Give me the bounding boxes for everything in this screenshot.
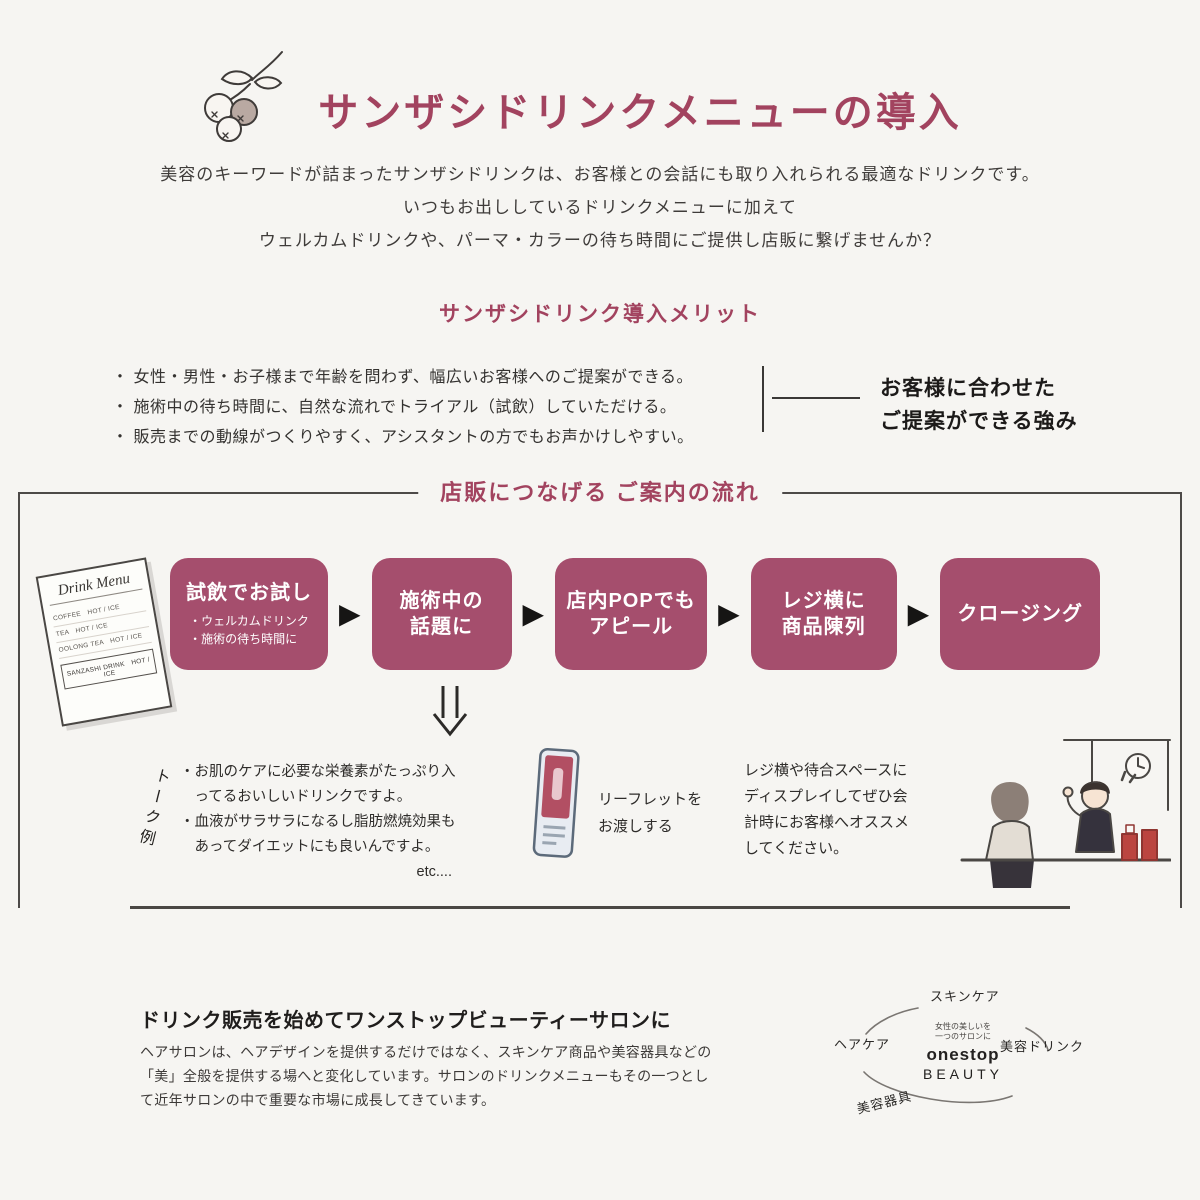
merit-heading: サンザシドリンク導入メリット (439, 302, 761, 326)
hawthorn-berries-icon (192, 46, 292, 151)
intro-line: ウェルカムドリンクや、パーマ・カラーの待ち時間にご提供し店販に繋げませんか？ (258, 231, 942, 250)
diagram-label-skincare: スキンケア (930, 989, 1000, 1004)
diagram-label-beauty-drink: 美容ドリンク (1000, 1039, 1085, 1054)
intro-line: いつもお出ししているドリンクメニューに加えて (403, 198, 797, 217)
display-line: 計時にお客様へオススメ (744, 814, 910, 831)
step-sublabel: ・ウェルカムドリンク ・施術の待ち時間に (189, 612, 309, 648)
flow-step-register: レジ横に 商品陳列 (750, 558, 897, 670)
flow-step-pop: 店内POPでも アピール (555, 558, 708, 670)
bottom-paragraph: ヘアサロンは、ヘアデザインを提供するだけではなく、スキンケア商品や美容器具などの… (140, 1042, 740, 1114)
talk-example-label: トーク例 (134, 765, 171, 851)
talk-example-text: ・お肌のケアに必要な栄養素がたっぷり入 ってるおいしいドリンクですよ。・血液がサ… (180, 760, 510, 885)
merit-vertical-rule (762, 366, 764, 432)
bottom-line: ヘアサロンは、ヘアデザインを提供するだけではなく、スキンケア商品や美容器具などの (140, 1046, 712, 1061)
flow-heading: 店販につなげる ご案内の流れ (418, 475, 782, 507)
page-title: サンザシドリンクメニューの導入 (318, 90, 962, 135)
diagram-arcs (863, 1007, 1049, 1104)
step-label: レジ横に (781, 590, 866, 612)
talk-line: あってダイエットにも良いんですよ。 (180, 839, 440, 855)
talk-line: ・血液がサラサラになるし脂肪燃焼効果も (180, 814, 456, 830)
diagram-center: 女性の美しいを 一つのサロンに onestop BEAUTY (904, 1022, 1022, 1082)
strength-line: ご提案ができる強み (880, 409, 1078, 433)
diagram-tagline-2: 一つのサロンに (935, 1032, 991, 1041)
merit-bullet: ・ 女性・男性・お子様まで年齢を問わず、幅広いお客様へのご提案ができる。 (112, 369, 694, 386)
bottom-line: 「美」全般を提供する場へと変化しています。サロンのドリンクメニューもその一つとし (140, 1070, 709, 1085)
step-subline: ・施術の待ち時間に (189, 632, 298, 646)
talk-etc: etc.... (416, 864, 452, 880)
right-arrow-icon: ▶ (907, 597, 930, 630)
right-arrow-icon: ▶ (718, 597, 740, 630)
section-divider (130, 906, 1070, 909)
intro-paragraph: 美容のキーワードが詰まったサンザシドリンクは、お客様との会話にも取り入れられる最… (0, 158, 1200, 257)
merit-bullet: ・ 販売までの動線がつくりやすく、アシスタントの方でもお声かけしやすい。 (112, 429, 694, 446)
leaflet-illustration (525, 746, 589, 869)
flow-step-trial: 試飲でお試し ・ウェルカムドリンク ・施術の待ち時間に (170, 558, 328, 670)
leaflet-line: お渡しする (598, 818, 673, 835)
step-label: クロージング (957, 603, 1083, 625)
flow-steps: 試飲でお試し ・ウェルカムドリンク ・施術の待ち時間に ▶ 施術中の 話題に ▶… (170, 558, 1101, 670)
display-line: ディスプレイしてぜひ会 (744, 788, 908, 805)
sales-flow-panel: 店販につなげる ご案内の流れ Drink Menu COFFEE HOT / I… (18, 475, 1182, 908)
merit-horizontal-rule (772, 397, 860, 399)
diagram-label-haircare: ヘアケア (834, 1037, 891, 1052)
merit-bullet-list: ・ 女性・男性・お子様まで年齢を問わず、幅広いお客様へのご提案ができる。・ 施術… (112, 363, 694, 453)
step-subline: ・ウェルカムドリンク (189, 614, 309, 628)
onestop-beauty-diagram: スキンケア ヘアケア 美容ドリンク 美容器具 女性の美しいを 一つのサロンに o… (800, 980, 1110, 1140)
intro-line: 美容のキーワードが詰まったサンザシドリンクは、お客様との会話にも取り入れられる最… (160, 165, 1040, 184)
display-line: してください。 (744, 840, 849, 857)
display-line: レジ横や待合スペースに (744, 762, 908, 779)
leaflet-caption: リーフレットをお渡しする (598, 786, 702, 840)
step-label: 施術中の (399, 590, 484, 612)
leaflet-line: リーフレットを (598, 791, 703, 808)
bottom-heading: ドリンク販売を始めてワンストップビューティーサロンに (140, 1010, 671, 1032)
step-label: 試飲でお試し (186, 582, 312, 604)
right-arrow-icon: ▶ (522, 597, 545, 630)
diagram-tagline-1: 女性の美しいを (935, 1022, 991, 1031)
strength-line: お客様に合わせた (880, 376, 1056, 400)
flow-step-closing: クロージング (940, 558, 1101, 670)
display-advice-text: レジ横や待合スペースにディスプレイしてぜひ会計時にお客様へオススメしてください。 (744, 758, 909, 862)
step-label: アピール (589, 616, 674, 638)
merit-bullet: ・ 施術中の待ち時間に、自然な流れでトライアル（試飲）していただける。 (112, 399, 677, 416)
merit-strength-note: お客様に合わせたご提案ができる強み (880, 372, 1078, 438)
right-arrow-icon: ▶ (339, 597, 361, 630)
talk-line: ・お肌のケアに必要な栄養素がたっぷり入 (180, 764, 456, 780)
flow-step-topic: 施術中の 話題に (371, 558, 512, 670)
diagram-brand-beauty: BEAUTY (922, 1066, 1003, 1082)
bottom-line: て近年サロンの中で重要な市場に成長してきています。 (140, 1094, 496, 1109)
salon-counter-illustration (926, 730, 1172, 905)
talk-line: ってるおいしいドリンクですよ。 (180, 789, 412, 805)
step-label: 商品陳列 (781, 616, 866, 638)
double-down-arrow-icon (428, 684, 472, 743)
step-label: 店内POPでも (566, 590, 696, 612)
step-label: 話題に (410, 616, 474, 638)
diagram-brand-onestop: onestop (926, 1045, 1000, 1064)
